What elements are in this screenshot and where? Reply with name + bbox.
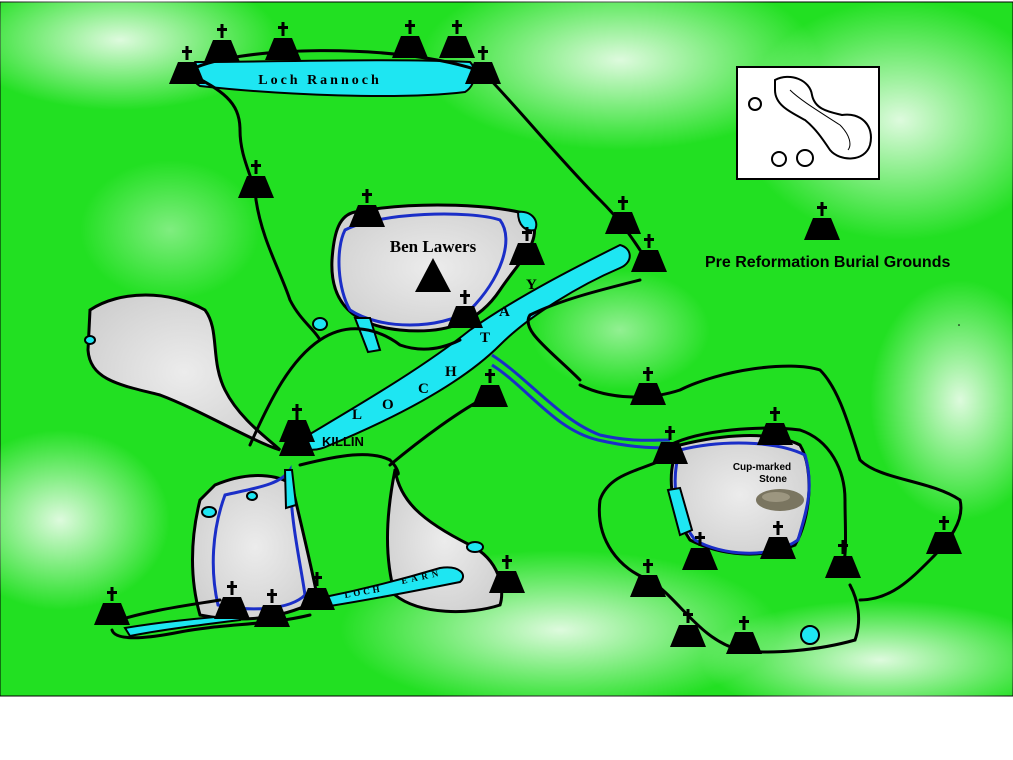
west-loch: [123, 613, 241, 638]
ben-lawers-label: Ben Lawers: [390, 237, 477, 256]
inset-map: [736, 66, 880, 180]
legend-label: Pre Reformation Burial Grounds: [705, 254, 950, 271]
loch-tay-letter: C: [418, 381, 429, 397]
cup-marked-label-1: Cup-marked: [733, 462, 791, 473]
loch-tay-letter: L: [352, 407, 362, 423]
loch-rannoch-label: Loch Rannoch: [258, 73, 382, 88]
routes: [110, 49, 963, 654]
west-hill: [86, 293, 282, 452]
loch-earn: [317, 566, 465, 608]
loch-tay-letter: O: [382, 397, 394, 413]
cup-marked-stone-image: [756, 489, 804, 511]
legend: Pre Reformation Burial Grounds: [705, 202, 950, 271]
loch-rannoch: [190, 59, 476, 98]
loch-tay-letter: A: [499, 304, 510, 320]
mountain-peak-icon: [415, 258, 451, 292]
cup-marked-label-2: Stone: [759, 474, 787, 485]
lochs: [84, 59, 820, 645]
killin-label: KILLIN: [322, 434, 364, 449]
loch-tay-letter: Y: [526, 277, 537, 293]
loch-tay-letter: T: [480, 330, 490, 346]
loch-tay-label: Y A T H C O L: [352, 277, 537, 423]
hills: [86, 203, 811, 621]
loch-tay-letter: H: [445, 364, 457, 380]
